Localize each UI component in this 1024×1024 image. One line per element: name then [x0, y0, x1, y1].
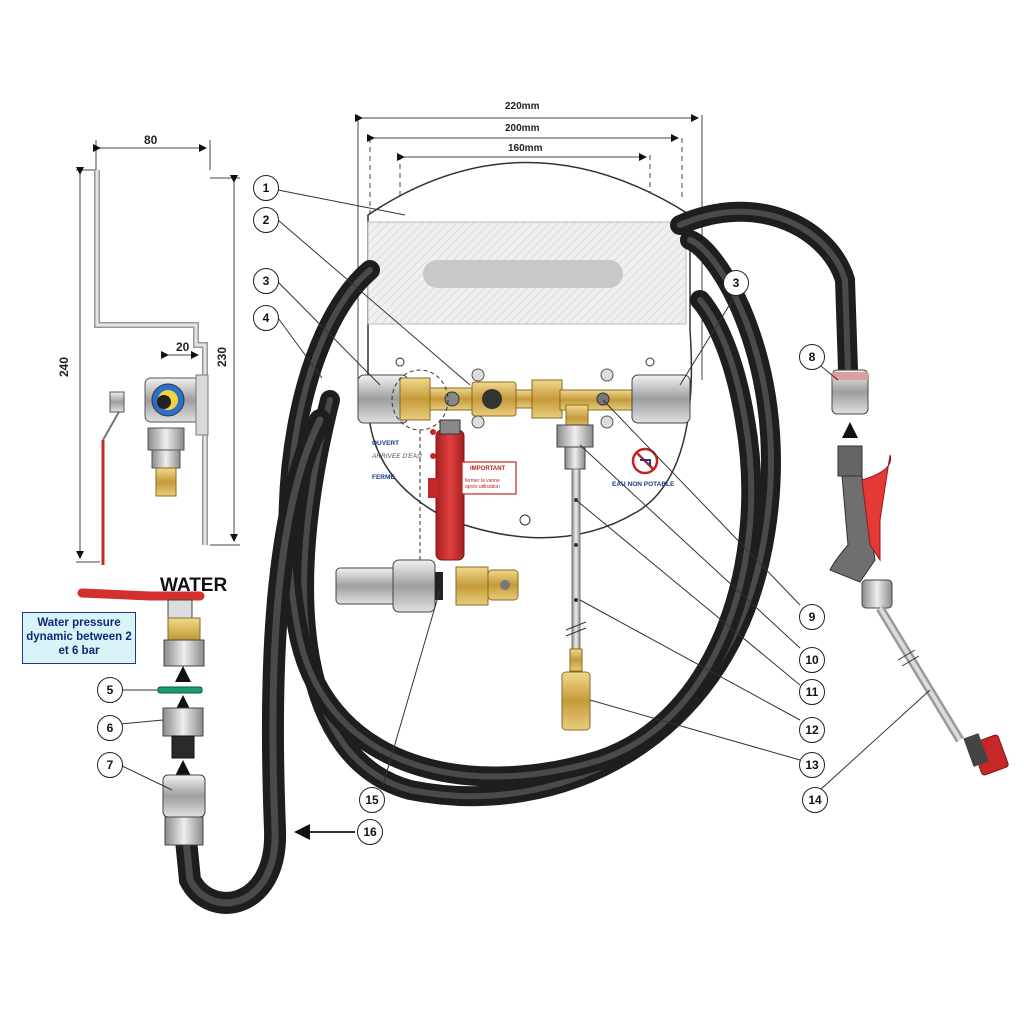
callout-1: 1 [253, 175, 279, 201]
callout-leaders [119, 189, 931, 840]
plate-ouvert-label: OUVERT [372, 440, 400, 447]
callout-7: 7 [97, 752, 123, 778]
dimension-80: 80 [144, 133, 158, 147]
dimension-220: 220mm [505, 101, 540, 112]
callout-11: 11 [799, 679, 825, 705]
dimension-240: 240 [57, 356, 72, 378]
callout-15: 15 [359, 787, 385, 813]
callout-3-left: 3 [253, 268, 279, 294]
manifold-assembly [357, 368, 691, 731]
callout-10: 10 [799, 647, 825, 673]
water-pressure-note: Water pressure dynamic between 2 et 6 ba… [22, 612, 136, 664]
callout-14: 14 [802, 787, 828, 813]
exploded-connector [335, 430, 519, 613]
plate-ferme-label: FERME [372, 474, 395, 481]
dimension-230: 230 [215, 346, 230, 368]
wall-bracket-side-view [94, 170, 209, 565]
spray-gun-assembly [829, 369, 1009, 776]
callout-5: 5 [97, 677, 123, 703]
plate-eau-non-potable: EAU NON POTABLE [612, 481, 675, 488]
tap-inlet-assembly [77, 588, 206, 846]
callout-3-right: 3 [723, 270, 749, 296]
water-title: WATER [160, 575, 228, 596]
dimension-160: 160mm [508, 143, 543, 154]
callout-8: 8 [799, 344, 825, 370]
callout-12: 12 [799, 717, 825, 743]
callout-2: 2 [253, 207, 279, 233]
callout-6: 6 [97, 715, 123, 741]
dimension-20: 20 [176, 340, 190, 354]
plate-important-label: IMPORTANT [470, 466, 506, 472]
callout-16: 16 [357, 819, 383, 845]
plate-important-sub: fermer la vanne après utilisation [465, 478, 500, 490]
callout-13: 13 [799, 752, 825, 778]
callout-4: 4 [253, 305, 279, 331]
callout-9: 9 [799, 604, 825, 630]
dimension-200: 200mm [505, 123, 540, 134]
plate-arrivee-label: ARRIVEE D'EAU [372, 453, 422, 460]
coiled-hose [175, 201, 858, 914]
